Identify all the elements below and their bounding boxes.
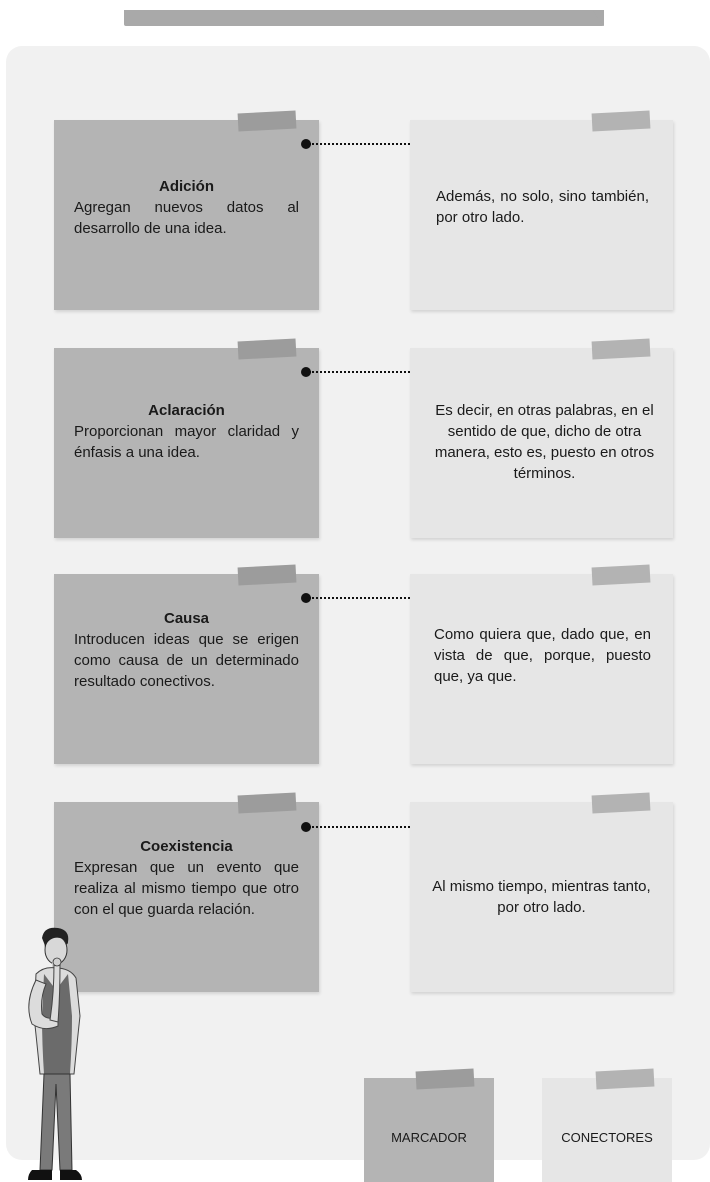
- tape: [591, 792, 651, 814]
- tape: [415, 1068, 475, 1090]
- connector-note-aclaracion: Es decir, en otras palabras, en el senti…: [410, 338, 673, 538]
- marker-title: Aclaración: [148, 402, 225, 419]
- marker-title: Adición: [159, 178, 214, 195]
- connector-list: Es decir, en otras palabras, en el senti…: [434, 402, 655, 482]
- marker-description: Proporcionan mayor claridad y énfasis a …: [74, 423, 299, 461]
- legend-marker: MARCADOR: [364, 1068, 494, 1182]
- legend-connector: CONECTORES: [542, 1068, 672, 1182]
- marker-description: Introducen ideas que se erigen como caus…: [74, 631, 299, 690]
- tape: [591, 110, 651, 132]
- marker-description: Agregan nuevos datos al desarrollo de un…: [74, 199, 299, 237]
- header-bar: [124, 10, 604, 26]
- connector-list: Además, no solo, sino también, por otro …: [436, 188, 649, 226]
- legend-marker-label: MARCADOR: [391, 1130, 467, 1145]
- tape: [591, 564, 651, 586]
- marker-note-aclaracion: Aclaración Proporcionan mayor claridad y…: [54, 338, 319, 538]
- marker-title: Coexistencia: [140, 838, 233, 855]
- tape: [237, 110, 297, 132]
- tape: [237, 792, 297, 814]
- connector-note-coexistencia: Al mismo tiempo, mientras tanto, por otr…: [410, 792, 673, 992]
- tape: [591, 338, 651, 360]
- connector-note-adicion: Además, no solo, sino también, por otro …: [410, 110, 673, 310]
- marker-description: Expresan que un evento que realiza al mi…: [74, 859, 299, 918]
- connector-note-causa: Como quiera que, dado que, en vista de q…: [410, 564, 673, 764]
- legend-connector-label: CONECTORES: [561, 1130, 653, 1145]
- connector-list: Al mismo tiempo, mientras tanto, por otr…: [432, 878, 651, 916]
- person-thinking-illustration: [28, 927, 82, 1180]
- tape: [237, 338, 297, 360]
- marker-note-causa: Causa Introducen ideas que se erigen com…: [54, 564, 319, 764]
- tape: [237, 564, 297, 586]
- tape: [595, 1068, 655, 1090]
- marker-title: Causa: [163, 610, 210, 627]
- marker-note-adicion: Adición Agregan nuevos datos al desarrol…: [54, 110, 319, 310]
- connector-list: Como quiera que, dado que, en vista de q…: [434, 626, 651, 685]
- marker-note-coexistencia: Coexistencia Expresan que un evento que …: [54, 792, 319, 992]
